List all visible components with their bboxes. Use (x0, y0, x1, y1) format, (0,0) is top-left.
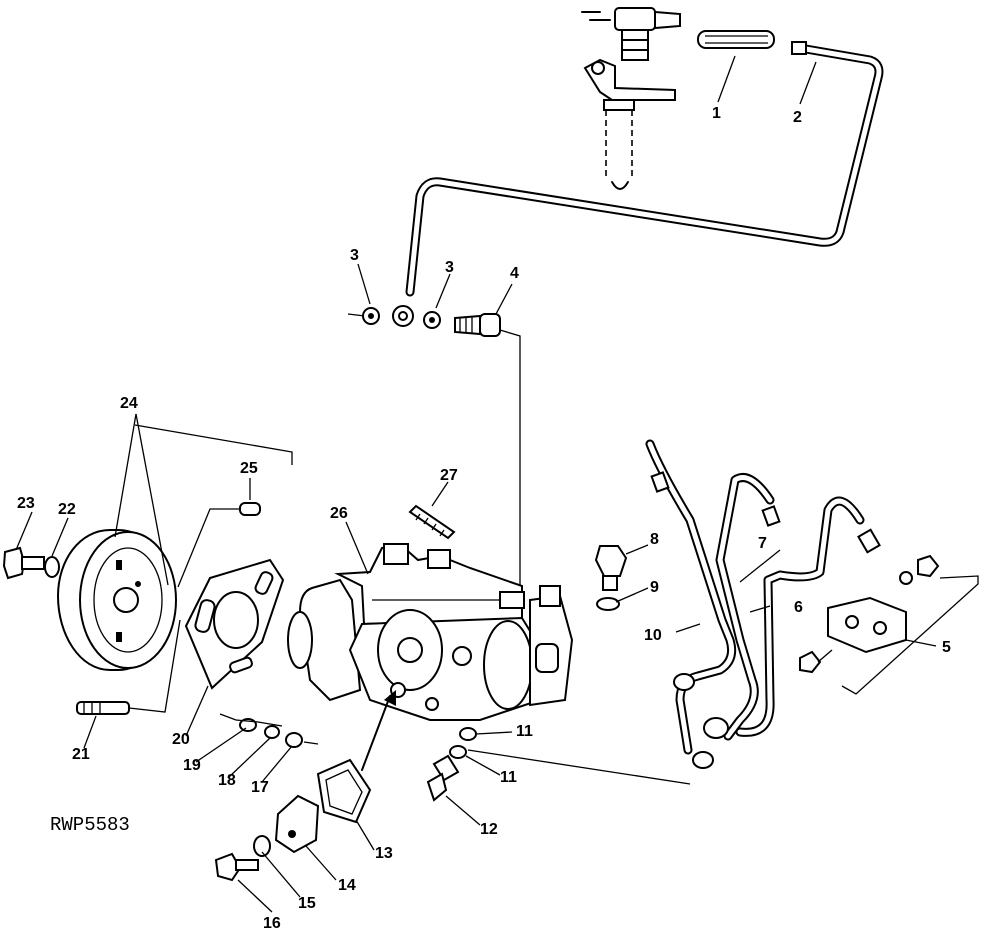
line-clamp (799, 554, 979, 695)
callout-7: 7 (758, 535, 767, 552)
callout-11a: 11 (516, 723, 533, 740)
cover-assembly (214, 690, 396, 882)
callout-labels: 1 2 3 3 4 5 6 7 8 9 10 11 11 12 13 14 15… (17, 105, 951, 930)
callout-26: 26 (330, 505, 348, 522)
injection-pump (287, 543, 574, 721)
callout-3b: 3 (445, 259, 454, 276)
callout-14: 14 (338, 877, 356, 894)
callout-9: 9 (650, 579, 659, 596)
reference-code: RWP5583 (50, 814, 130, 836)
callout-15: 15 (298, 895, 316, 912)
callout-3a: 3 (350, 247, 359, 264)
adapter-plate (184, 558, 285, 690)
part-2-fuel-line (392, 41, 884, 327)
callout-1: 1 (712, 105, 721, 122)
callout-11b: 11 (500, 769, 517, 786)
callout-5: 5 (942, 639, 951, 656)
dowel-pin (177, 502, 261, 588)
callout-21: 21 (72, 746, 90, 763)
callout-10: 10 (644, 627, 662, 644)
callout-2: 2 (793, 109, 802, 126)
callout-13: 13 (375, 845, 393, 862)
callout-12: 12 (480, 821, 498, 838)
injection-nozzle (581, 7, 681, 190)
callout-18: 18 (218, 772, 236, 789)
callout-6: 6 (794, 599, 803, 616)
callout-20: 20 (172, 731, 190, 748)
callout-4: 4 (510, 265, 519, 282)
gear-bolt (2, 546, 60, 580)
callout-27: 27 (440, 467, 458, 484)
callout-16: 16 (263, 915, 281, 930)
callout-25: 25 (240, 460, 258, 477)
group-brackets (134, 424, 293, 465)
callout-19: 19 (183, 757, 201, 774)
banjo-bolt-assembly (347, 307, 521, 590)
stud (76, 619, 181, 715)
drive-gear (56, 529, 177, 671)
callout-8: 8 (650, 531, 659, 548)
callout-24: 24 (120, 395, 138, 412)
callout-23: 23 (17, 495, 35, 512)
injection-lines (645, 439, 881, 769)
small-washers (219, 713, 319, 748)
return-fitting (426, 727, 691, 802)
pump-stud (408, 504, 456, 540)
fitting (594, 545, 628, 611)
leader-lines (15, 55, 937, 913)
part-1-sleeve (697, 30, 775, 49)
callout-22: 22 (58, 501, 76, 518)
callout-17: 17 (251, 779, 269, 796)
